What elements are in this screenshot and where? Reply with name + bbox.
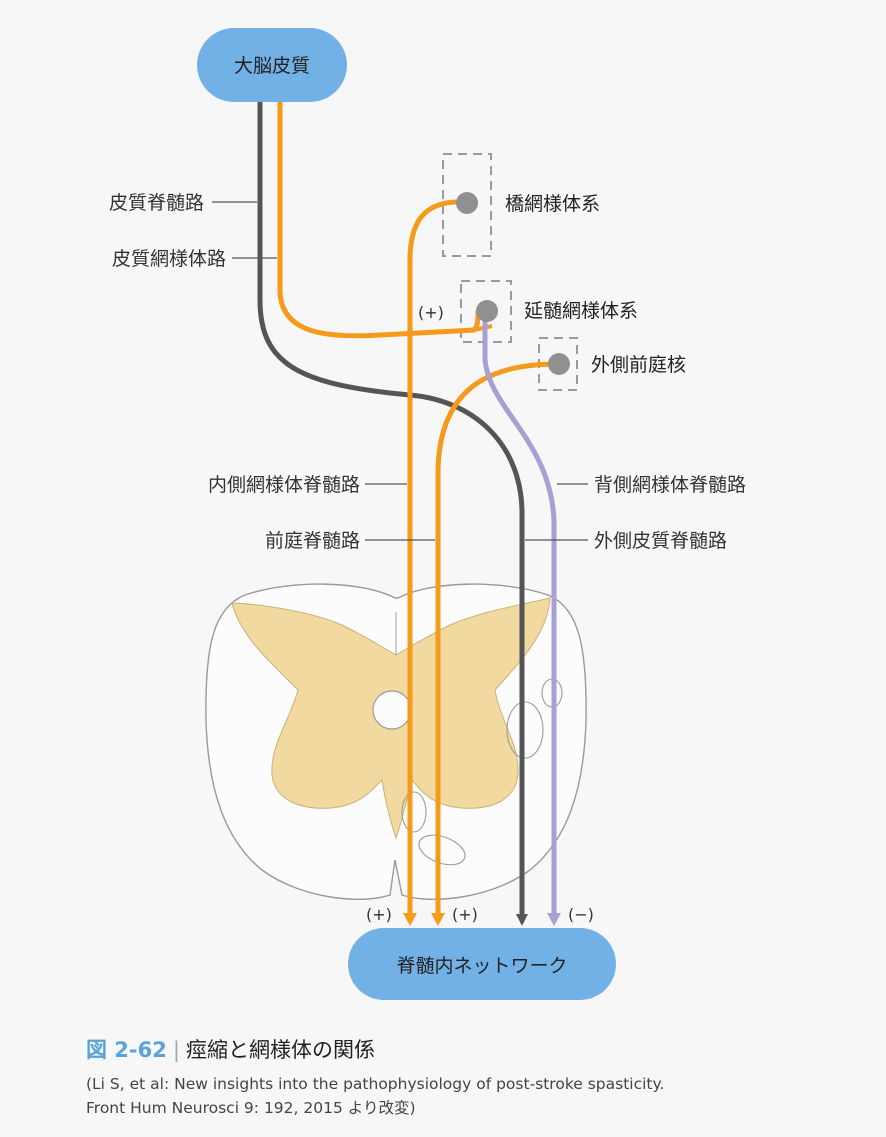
spinal-network-box [348,928,616,1000]
lateral-vestibular-label: 外側前庭核 [591,354,686,376]
vestibulospinal-label: 前庭脊髄路 [265,530,360,552]
sign-dorsal-reticulospinal: (−) [568,905,594,924]
tract-outline-ventral-1 [401,791,427,833]
pontine-reticular-label: 橋網様体系 [505,193,600,215]
figure-number: 図 2-62 [86,1038,167,1062]
cerebral-cortex-box [197,28,347,102]
corticospinal-label: 皮質脊髄路 [109,192,204,214]
reference-line-2: Front Hum Neurosci 9: 192, 2015 より改変) [86,1099,416,1117]
central-canal [372,690,412,730]
spasticity-reticular-diagram: 大脳皮質 脊髄内ネットワーク 橋網様体系 延髄網様体系 外側前庭核 皮質脊髄路 … [109,28,746,1000]
medial-reticulospinal-tract [407,199,467,918]
cerebral-cortex-node: 大脳皮質 [197,28,347,102]
medullary-nucleus-dot [476,300,498,322]
reference-line-1: (Li S, et al: New insights into the path… [86,1075,665,1093]
medial-reticulospinal-arrow [403,913,417,926]
spinal-network-label: 脊髄内ネットワーク [396,955,567,977]
tract-outline-right-1 [506,701,544,759]
sign-medial-reticulospinal: (+) [366,905,392,924]
sign-medullary-input: (+) [418,303,444,322]
lateral-corticospinal-arrow [516,914,528,926]
dorsal-reticulospinal-label: 背側網様体脊髄路 [594,474,746,496]
corticoreticular-tract [277,100,481,339]
spinal-cord-cross-section [205,583,587,900]
figure-caption: 図 2-62|痙縮と網様体の関係 [86,1034,375,1064]
medullary-reticular-label: 延髄網様体系 [524,300,638,322]
cerebral-cortex-label: 大脳皮質 [234,55,310,77]
spinal-network-node: 脊髄内ネットワーク [348,928,616,1000]
medial-reticulospinal-label: 内側網様体脊髄路 [208,474,360,496]
vestibulospinal-tract [435,361,559,918]
vestibulospinal-arrow [431,913,445,926]
figure-reference: (Li S, et al: New insights into the path… [86,1072,664,1120]
sign-vestibulospinal: (+) [452,905,478,924]
lateral-corticospinal-label: 外側皮質脊髄路 [594,530,727,552]
vestibular-nucleus-dot [548,353,570,375]
figure-title: 痙縮と網様体の関係 [185,1038,375,1062]
pontine-nucleus-dot [456,192,478,214]
dorsal-reticulospinal-arrow [547,913,561,926]
corticoreticular-label: 皮質網様体路 [112,248,226,270]
caption-separator: | [172,1038,180,1062]
dorsal-reticulospinal-tract [482,315,557,918]
